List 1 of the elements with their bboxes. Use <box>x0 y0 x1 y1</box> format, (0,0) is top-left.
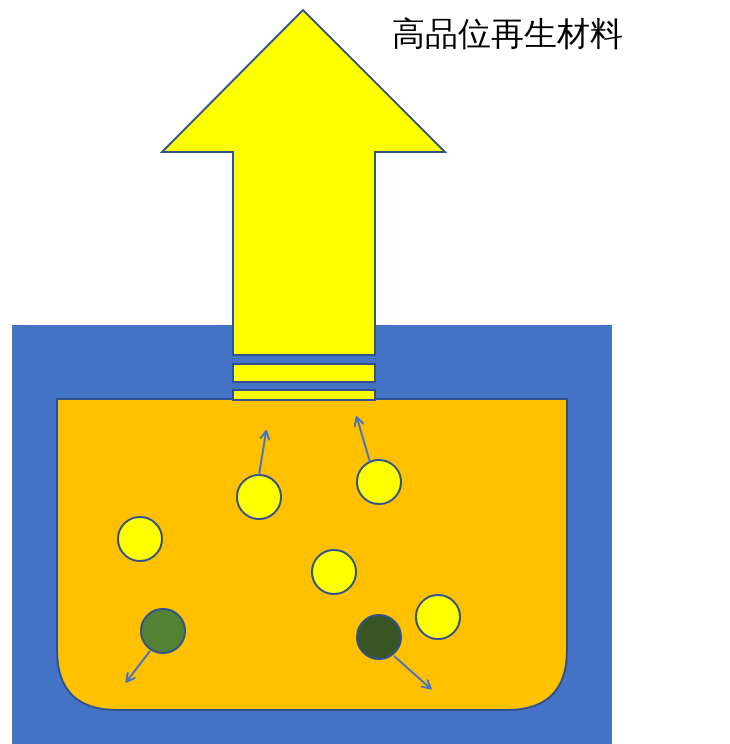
caption-text: 高品位再生材料 <box>392 14 623 54</box>
